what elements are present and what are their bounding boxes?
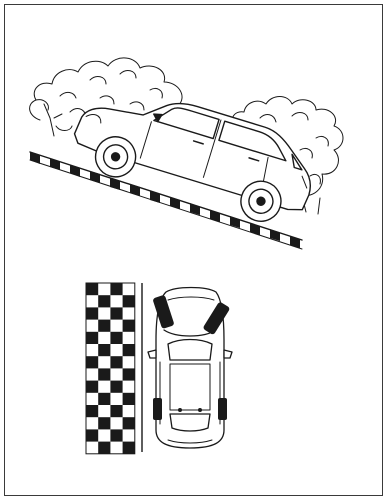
checker-square (123, 393, 135, 405)
checker-square (123, 344, 135, 356)
curb-checkerboard (86, 283, 135, 454)
checker-square (123, 295, 135, 307)
checker-square (123, 417, 135, 429)
checker-square (86, 429, 98, 441)
checker-square (86, 356, 98, 368)
checker-square (123, 442, 135, 454)
rear-right-wheel-icon (218, 398, 227, 420)
checker-square (86, 307, 98, 319)
checker-square (86, 405, 98, 417)
checker-square (123, 320, 135, 332)
checker-square (98, 344, 110, 356)
checker-square (110, 405, 122, 417)
checker-square (110, 332, 122, 344)
checker-square (98, 320, 110, 332)
rear-left-wheel-icon (153, 398, 162, 420)
checker-square (86, 332, 98, 344)
checker-square (86, 283, 98, 295)
checker-square (98, 442, 110, 454)
checker-square (123, 368, 135, 380)
checker-square (98, 393, 110, 405)
checker-square (110, 381, 122, 393)
checker-square (110, 283, 122, 295)
checker-square (86, 381, 98, 393)
checker-square (98, 417, 110, 429)
top-view-scene (86, 283, 232, 454)
checker-square (98, 368, 110, 380)
checker-square (98, 295, 110, 307)
hillside-scene (30, 58, 343, 249)
checker-square (110, 307, 122, 319)
checker-square (110, 356, 122, 368)
checker-square (110, 429, 122, 441)
